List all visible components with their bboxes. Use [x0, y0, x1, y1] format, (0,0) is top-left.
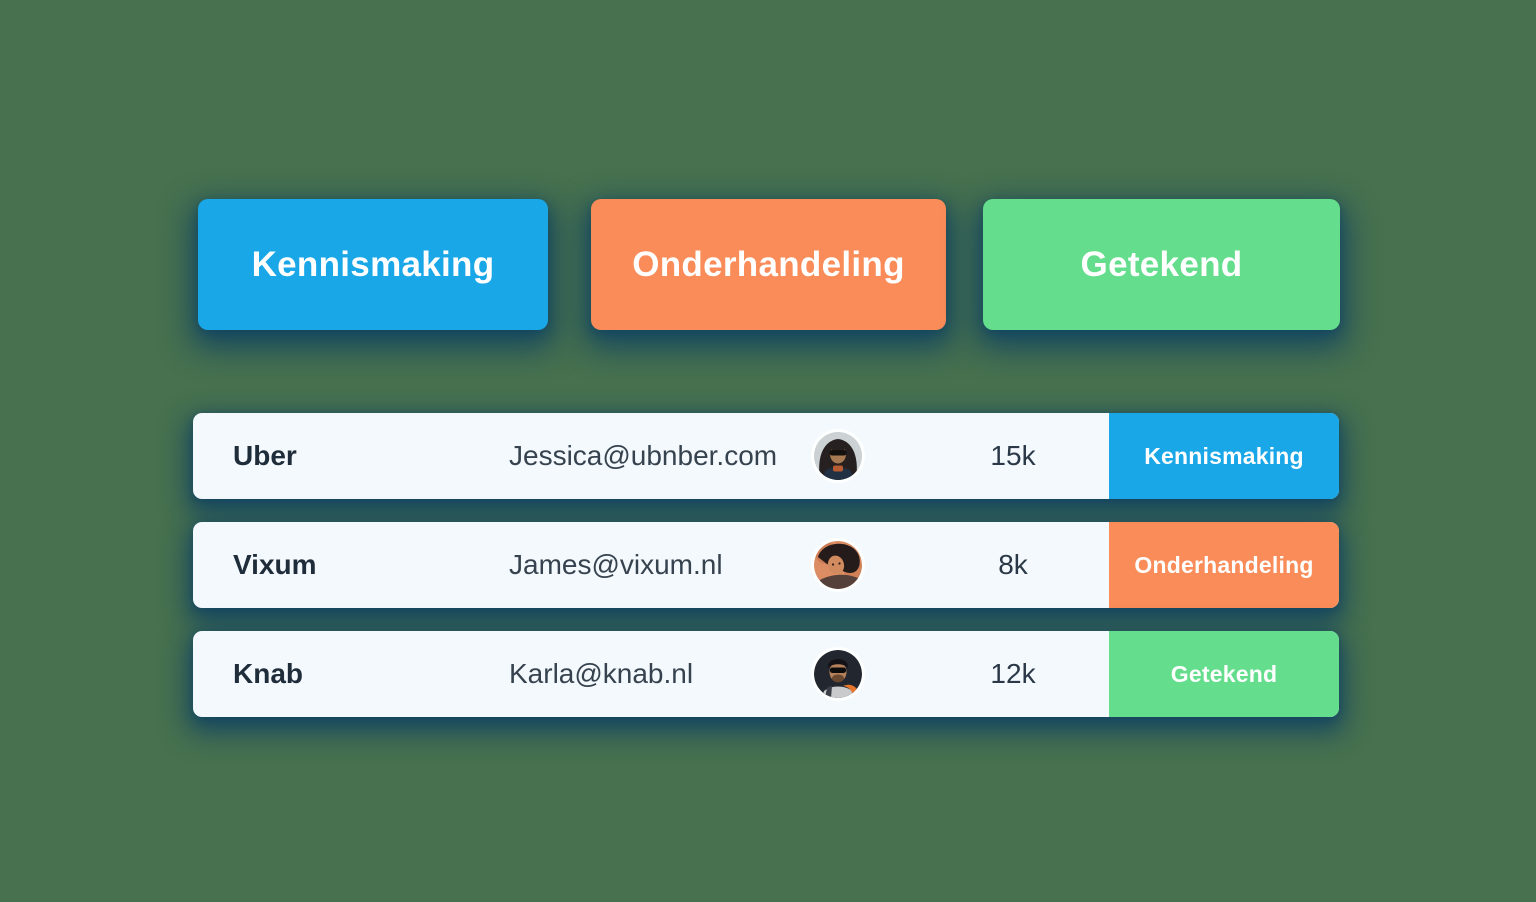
stage-card-onderhandeling[interactable]: Onderhandeling — [591, 199, 946, 330]
company-name: Knab — [233, 658, 303, 689]
avatar-man-sunglasses-orange-jacket — [814, 650, 862, 698]
stage-badge-onderhandeling[interactable]: Onderhandeling — [1109, 522, 1339, 608]
avatar-woman-dark-hair — [814, 541, 862, 589]
stage-card-getekend[interactable]: Getekend — [983, 199, 1340, 330]
stage-badge-kennismaking[interactable]: Kennismaking — [1109, 413, 1339, 499]
deal-value: 8k — [998, 549, 1028, 580]
company-name: Vixum — [233, 549, 317, 580]
stage-card-label: Onderhandeling — [632, 244, 905, 284]
stage-card-label: Getekend — [1080, 244, 1243, 284]
contact-email: James@vixum.nl — [509, 549, 723, 580]
deal-row-knab[interactable]: Knab Karla@knab.nl 12k Getekend — [193, 631, 1339, 717]
deal-value: 15k — [990, 440, 1036, 471]
avatar-man-long-curly-hair-sunglasses — [814, 432, 862, 480]
deal-row-vixum[interactable]: Vixum James@vixum.nl 8k Onderhandeling — [193, 522, 1339, 608]
stage-card-label: Kennismaking — [251, 244, 495, 284]
company-name: Uber — [233, 440, 297, 471]
deal-row-uber[interactable]: Uber Jessica@ubnber.com 15k Kennismaking — [193, 413, 1339, 499]
contact-email: Jessica@ubnber.com — [509, 440, 778, 471]
contact-email: Karla@knab.nl — [509, 658, 694, 689]
stage-card-kennismaking[interactable]: Kennismaking — [198, 199, 548, 330]
stage-badge-getekend[interactable]: Getekend — [1109, 631, 1339, 717]
deal-value: 12k — [990, 658, 1036, 689]
